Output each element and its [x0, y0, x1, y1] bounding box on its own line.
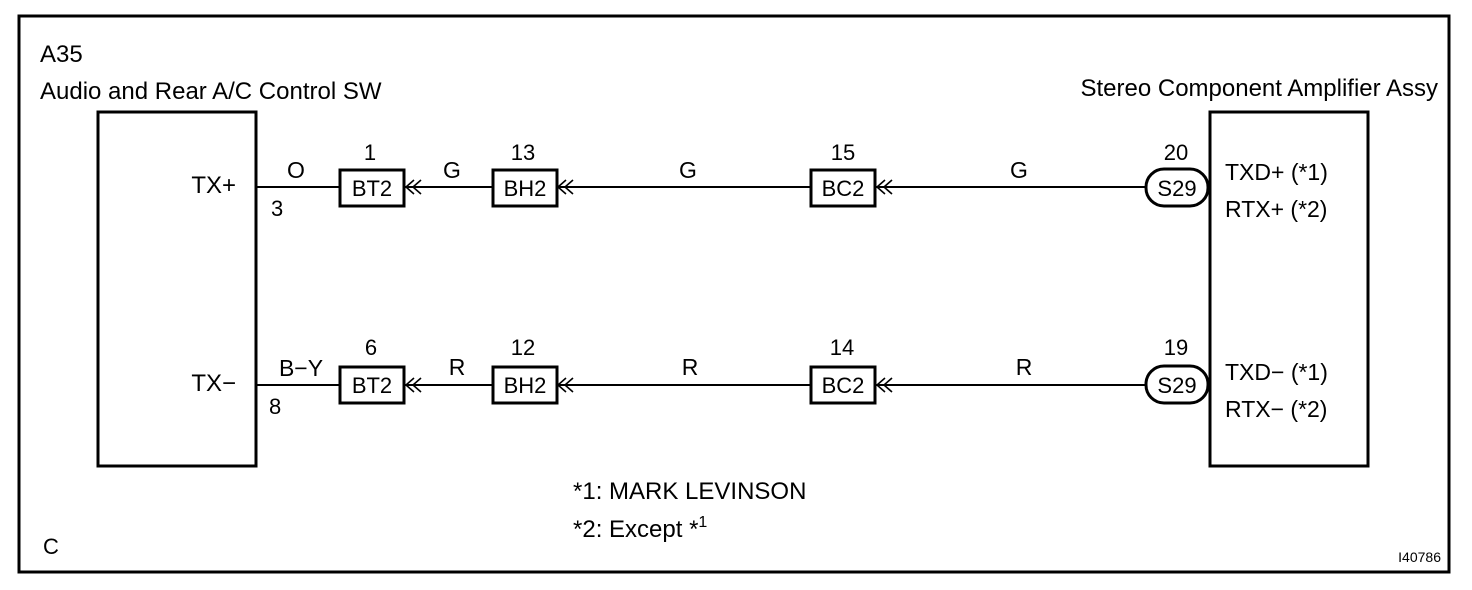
wire-color-label: R [682, 354, 699, 380]
end-pin-number: 20 [1164, 140, 1188, 165]
connector-pin-number: 1 [364, 140, 376, 165]
connector-pin-number: 14 [830, 335, 854, 360]
connector-chevron-icon [404, 377, 422, 393]
wire-color-label: B−Y [279, 355, 323, 381]
right-pin-label-rtx-minus: RTX− (*2) [1225, 396, 1327, 422]
connector-pin-number: 15 [831, 140, 855, 165]
note-2-superscript: 1 [698, 514, 707, 531]
end-connector-oval [1144, 364, 1210, 405]
left-pin-number: 3 [271, 196, 283, 221]
right-pin-label-txd-plus: TXD+ (*1) [1225, 159, 1328, 185]
wire-color-label: O [287, 157, 305, 183]
wire-color-label: R [1016, 354, 1033, 380]
left-component-name: Audio and Rear A/C Control SW [40, 78, 382, 105]
left-component-box [96, 110, 258, 468]
connector-chevron-icon [556, 377, 574, 393]
connector-box [491, 168, 559, 208]
connector-pin-number: 12 [511, 335, 535, 360]
connector-chevron-icon [875, 377, 893, 393]
right-pin-label-rtx-plus: RTX+ (*2) [1225, 196, 1327, 222]
connector-box [809, 168, 877, 208]
note-1: *1: MARK LEVINSON [573, 478, 806, 505]
wire-color-label: R [449, 354, 466, 380]
connector-name: BT2 [352, 373, 392, 398]
right-component-box [1208, 110, 1370, 468]
note-2: *2: Except *1 [573, 514, 707, 543]
connector-pin-number: 6 [365, 335, 377, 360]
left-pin-number: 8 [269, 394, 281, 419]
figure-id: I40786 [1398, 549, 1441, 565]
diagram-frame [17, 14, 1451, 574]
connector-name: BC2 [822, 176, 865, 201]
connector-name: BH2 [504, 176, 547, 201]
end-connector-name: S29 [1157, 373, 1196, 398]
end-pin-number: 19 [1164, 335, 1188, 360]
right-pin-label-txd-minus: TXD− (*1) [1225, 359, 1328, 385]
connector-box [338, 168, 406, 208]
connector-box [809, 365, 877, 405]
corner-label: C [43, 534, 59, 559]
connector-box [491, 365, 559, 405]
connector-chevron-icon [404, 179, 422, 195]
connector-name: BT2 [352, 176, 392, 201]
connector-chevron-icon [875, 179, 893, 195]
connector-name: BC2 [822, 373, 865, 398]
connector-pin-number: 13 [511, 140, 535, 165]
connector-chevron-icon [556, 179, 574, 195]
connector-name: BH2 [504, 373, 547, 398]
left-pin-label-tx-minus: TX− [191, 370, 236, 397]
end-connector-oval [1144, 167, 1210, 208]
wire-color-label: G [1010, 157, 1028, 183]
wire-color-label: G [443, 157, 461, 183]
left-pin-label-tx-plus: TX+ [191, 172, 236, 199]
wire-color-label: G [679, 157, 697, 183]
left-component-code: A35 [40, 41, 83, 68]
note-2-text: *2: Except * [573, 516, 698, 543]
circuit-tx-minus: 8 B−Y R R R 6 BT2 12 BH2 14 BC2 19 S29 [256, 335, 1210, 419]
connector-box [338, 365, 406, 405]
circuit-tx-plus: 3 O G G G 1 BT2 13 BH2 15 BC2 20 S29 [256, 140, 1210, 221]
right-component-name: Stereo Component Amplifier Assy [1080, 75, 1438, 102]
end-connector-name: S29 [1157, 176, 1196, 201]
